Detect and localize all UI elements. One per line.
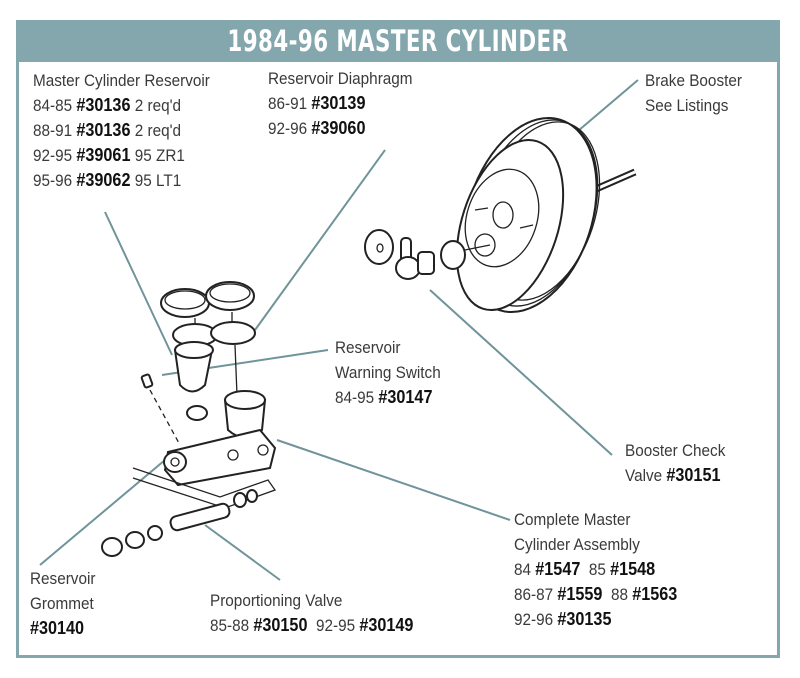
callout-row: 92-96 #39060 xyxy=(268,118,366,138)
leader-grommet xyxy=(39,459,166,566)
part-number: #30139 xyxy=(311,93,366,113)
part-number: #30147 xyxy=(378,387,433,407)
callout-title: Master Cylinder Reservoir xyxy=(33,71,210,90)
part-number: #30150 xyxy=(253,615,308,635)
leader-lines xyxy=(39,79,639,581)
callout-title: Reservoir xyxy=(30,569,96,588)
callout-row: 92-95 #39061 95 ZR1 xyxy=(33,145,185,165)
check-valve-drawing xyxy=(364,229,491,280)
diagram-frame xyxy=(16,20,780,658)
callout-title: Warning Switch xyxy=(335,363,441,382)
leader-diaphragm xyxy=(254,149,386,331)
callout-check-valve: Booster Check Valve #30151 xyxy=(625,438,725,488)
part-number: #30136 xyxy=(76,95,131,115)
callout-title: Booster Check xyxy=(625,441,726,460)
leader-check-valve xyxy=(429,289,613,456)
leader-assembly xyxy=(276,439,511,521)
callout-grommet: Reservoir Grommet #30140 xyxy=(30,566,95,641)
callout-reservoir: Master Cylinder Reservoir 84-85 #30136 2… xyxy=(33,68,210,193)
callout-diaphragm: Reservoir Diaphragm 86-91 #30139 92-96 #… xyxy=(268,66,413,141)
leader-proportioning xyxy=(204,524,281,581)
callout-assembly: Complete Master Cylinder Assembly 84 #15… xyxy=(514,507,677,632)
callout-row: Valve #30151 xyxy=(625,465,721,485)
callout-row: 86-87 #1559 88 #1563 xyxy=(514,584,678,604)
callout-title: Reservoir xyxy=(335,338,401,357)
part-number: #30136 xyxy=(76,120,131,140)
part-number: #30140 xyxy=(30,618,85,638)
callout-title: Complete Master xyxy=(514,510,631,529)
part-number: #1547 xyxy=(535,559,581,579)
callout-title: Grommet xyxy=(30,594,94,613)
callout-warning-switch: Reservoir Warning Switch 84-95 #30147 xyxy=(335,335,441,410)
callout-brake-booster: Brake Booster See Listings xyxy=(645,68,742,118)
part-number: #39062 xyxy=(76,170,131,190)
leader-reservoir xyxy=(104,211,173,356)
callout-row: 88-91 #30136 2 req'd xyxy=(33,120,182,140)
brake-booster-drawing xyxy=(455,116,637,314)
callout-row: 85-88 #30150 92-95 #30149 xyxy=(210,615,414,635)
part-number: #39061 xyxy=(76,145,131,165)
callout-note: See Listings xyxy=(645,96,729,115)
part-number: #30135 xyxy=(557,609,612,629)
part-number: #1563 xyxy=(632,584,678,604)
part-number: #30149 xyxy=(359,615,414,635)
master-cylinder-drawing xyxy=(101,281,277,557)
callout-row: 86-91 #30139 xyxy=(268,93,366,113)
callout-proportioning-valve: Proportioning Valve 85-88 #30150 92-95 #… xyxy=(210,588,413,638)
part-number: #39060 xyxy=(311,118,366,138)
callout-title: Reservoir Diaphragm xyxy=(268,69,413,88)
part-number: #30151 xyxy=(666,465,721,485)
page-title: 1984-96 MASTER CYLINDER xyxy=(227,24,569,58)
callout-title: Cylinder Assembly xyxy=(514,535,640,554)
callout-title: Proportioning Valve xyxy=(210,591,343,610)
callout-row: 84-85 #30136 2 req'd xyxy=(33,95,182,115)
title-banner: 1984-96 MASTER CYLINDER xyxy=(16,20,780,62)
callout-row: 92-96 #30135 xyxy=(514,609,612,629)
part-number: #1559 xyxy=(557,584,603,604)
callout-row: 84 #1547 85 #1548 xyxy=(514,559,656,579)
callout-row: 84-95 #30147 xyxy=(335,387,433,407)
callout-row: 95-96 #39062 95 LT1 xyxy=(33,170,182,190)
part-number: #1548 xyxy=(610,559,656,579)
callout-title: Brake Booster xyxy=(645,71,742,90)
